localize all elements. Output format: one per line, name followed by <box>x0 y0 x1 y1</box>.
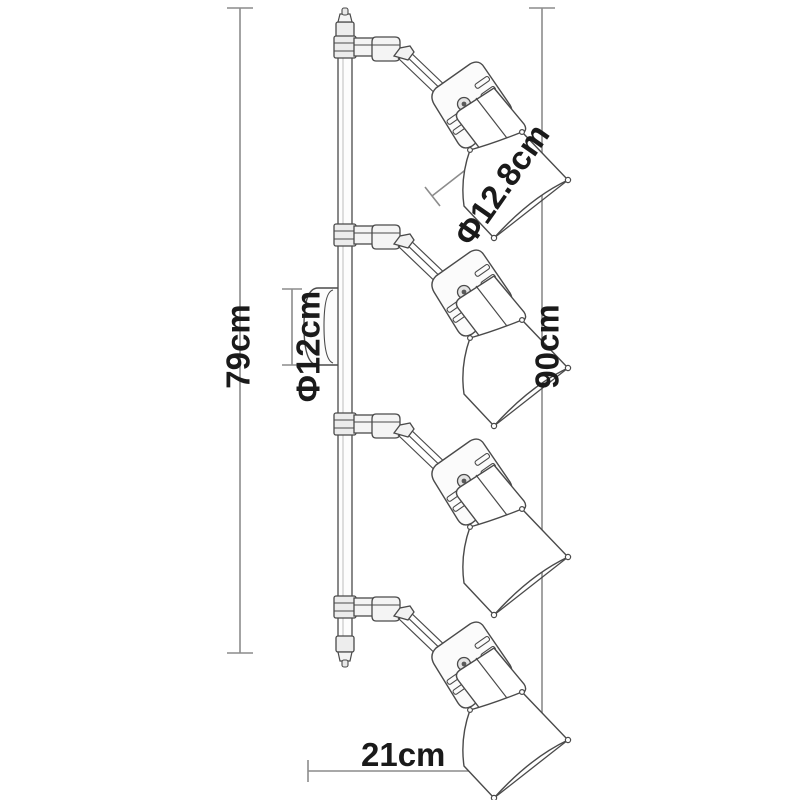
dimension-line-12cm <box>282 288 302 366</box>
dimension-label-projection: 21cm <box>361 736 446 773</box>
bottom-end-cap <box>335 635 355 668</box>
support-rod <box>337 21 353 653</box>
dimension-label-canopy-diameter: Φ12cm <box>289 290 327 403</box>
dimension-label-total-height: 90cm <box>528 304 566 389</box>
dimension-line-79cm <box>227 7 253 654</box>
dimension-label-overall-height: 79cm <box>219 304 257 389</box>
top-end-cap <box>335 7 355 39</box>
lamp-3-lower-middle <box>333 412 572 619</box>
